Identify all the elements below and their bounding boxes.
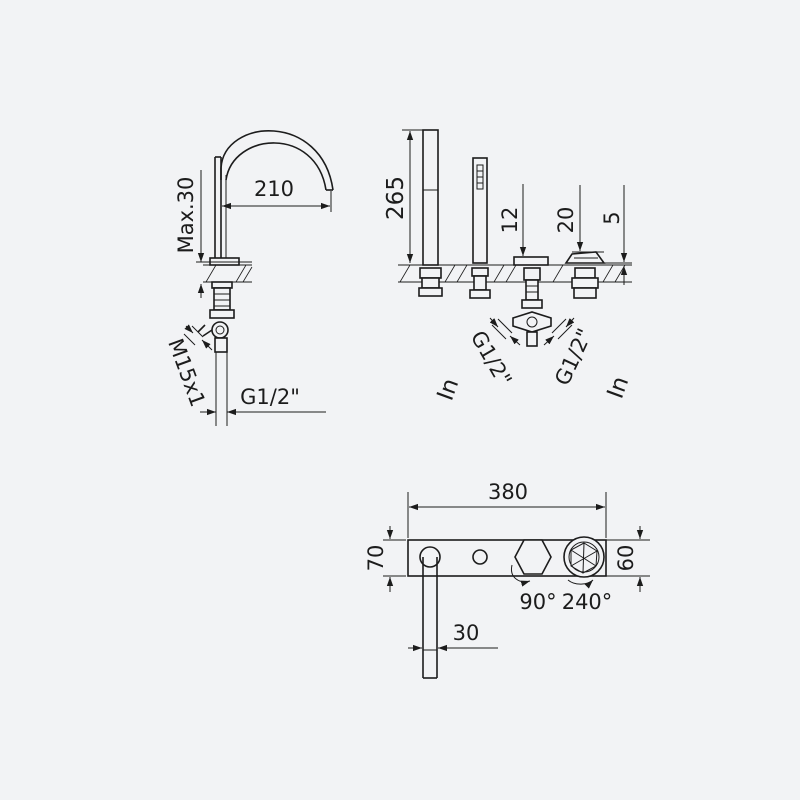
- deck-front-view: 265 12 20 5 G1/2" In: [383, 129, 635, 404]
- inlet-right-in-label: In: [603, 373, 635, 402]
- spout-connector: [197, 281, 235, 353]
- dimension-label-30: 30: [453, 621, 480, 645]
- mixer-knob-plan: [563, 536, 605, 578]
- dimension-label-70: 70: [364, 545, 388, 572]
- dimension-label-265: 265: [383, 176, 409, 220]
- dimension-30: 30: [408, 621, 498, 652]
- dimension-inlet-left: G1/2" In: [433, 317, 521, 404]
- dimension-label-210: 210: [254, 177, 294, 201]
- deck-plate: [407, 539, 607, 577]
- dimension-m15: M15x1: [163, 324, 213, 410]
- dimension-60: 60: [604, 526, 650, 592]
- dimension-70: 70: [364, 526, 406, 592]
- handshower-holder: [418, 129, 443, 297]
- dimension-inlet-right: G1/2" In: [543, 317, 635, 402]
- mixer-handle: [564, 251, 606, 299]
- dimension-label-20: 20: [554, 207, 578, 234]
- dimension-label-max30: Max.30: [174, 177, 198, 254]
- dimension-label-60: 60: [614, 545, 638, 572]
- diverter-knob-hexagon: [514, 539, 552, 575]
- inlet-right-thread-label: G1/2": [550, 325, 597, 389]
- dimension-g12-left: G1/2": [200, 352, 326, 426]
- inlet-left-thread-label: G1/2": [466, 327, 517, 391]
- dimension-label-m15x1: M15x1: [163, 335, 210, 410]
- dimension-210: 210: [222, 177, 332, 212]
- spout-side-view: 210 Max.30 M15x1 G1/2": [163, 130, 334, 426]
- dimension-label-380: 380: [488, 480, 528, 504]
- rotation-label-240: 240°: [562, 590, 613, 614]
- dimension-12: 12: [498, 184, 545, 258]
- diverter-handle: [512, 256, 552, 347]
- dimension-label-g12-left: G1/2": [240, 385, 300, 409]
- dimension-5: 5: [600, 185, 632, 285]
- spout-plan: [419, 546, 441, 679]
- dimension-label-12: 12: [498, 207, 522, 234]
- rotation-arrow-90: [511, 564, 531, 587]
- inlet-left-in-label: In: [433, 375, 465, 404]
- dimension-20: 20: [554, 185, 604, 253]
- dimension-label-5: 5: [600, 211, 624, 224]
- dimension-max30: Max.30: [174, 170, 252, 298]
- handshower-hole: [472, 549, 488, 565]
- deck-section-left: [203, 264, 253, 283]
- rotation-arrow-240: [567, 579, 594, 589]
- dimension-265: 265: [383, 129, 430, 263]
- handshower: [469, 157, 491, 299]
- dimension-380: 380: [407, 480, 607, 538]
- rotation-label-90: 90°: [519, 590, 556, 614]
- plate-plan-view: 90° 240° 380 70 60 30: [364, 480, 650, 679]
